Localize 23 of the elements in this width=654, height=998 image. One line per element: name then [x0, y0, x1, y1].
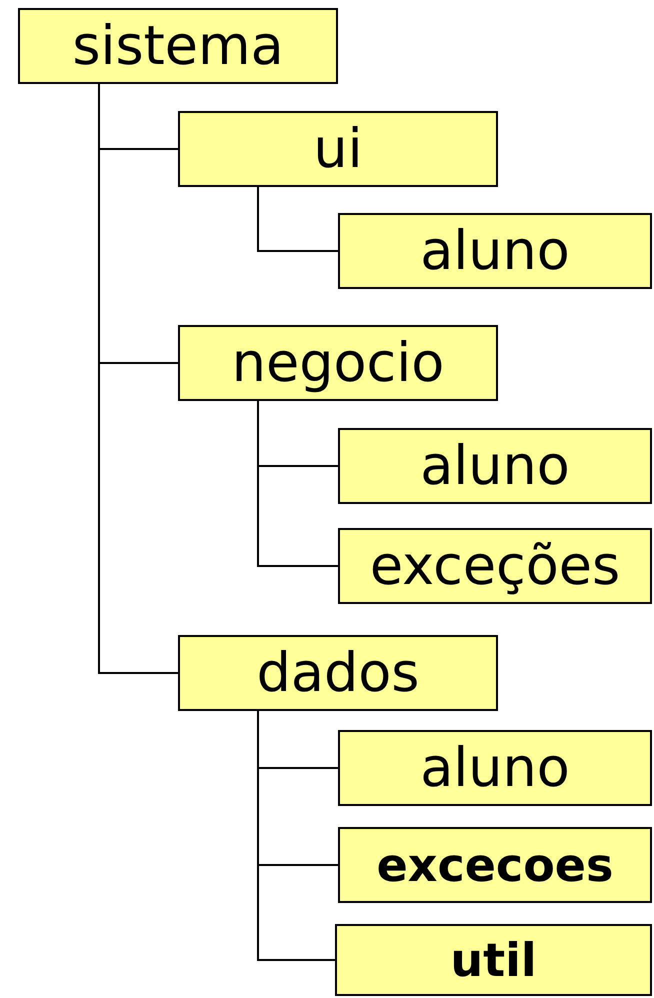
package-box [178, 325, 498, 401]
package-box [178, 635, 498, 711]
package-name: ui [313, 122, 363, 176]
package-box [338, 213, 652, 289]
package-name: aluno [420, 439, 570, 493]
package-box [338, 827, 652, 903]
connector-line [257, 187, 338, 252]
package-box [18, 8, 338, 84]
package-name: excecoes [376, 842, 614, 888]
package-name: util [450, 937, 537, 983]
package-name: aluno [420, 224, 570, 278]
package-name: aluno [420, 741, 570, 795]
package-name: negocio [232, 336, 444, 390]
package-box [338, 428, 652, 504]
connector-line [257, 401, 338, 567]
package-box [178, 111, 498, 187]
package-name: exceções [370, 539, 620, 593]
package-name: sistema [72, 19, 284, 73]
package-box [338, 528, 652, 604]
package-box [338, 730, 652, 806]
package-name: dados [256, 646, 420, 700]
connector-line [257, 711, 335, 961]
package-box [335, 924, 652, 996]
